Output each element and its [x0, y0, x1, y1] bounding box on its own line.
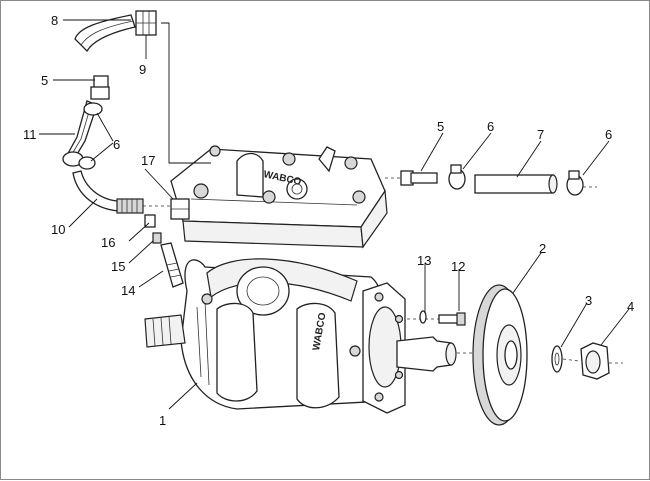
- part-fitting-9: [135, 10, 157, 36]
- part-crankcase-1: WABCO: [180, 258, 386, 410]
- part-fitting-5-left: [90, 75, 110, 100]
- callout-12: 12: [451, 259, 465, 274]
- part-washer-13: [419, 310, 427, 324]
- part-fitting-5-right: [385, 170, 438, 186]
- callout-13: 13: [417, 253, 431, 268]
- callout-5-left: 5: [41, 73, 48, 88]
- part-spring-15: [152, 232, 162, 244]
- callout-5-right: 5: [437, 119, 444, 134]
- part-tube-7: [474, 174, 558, 194]
- callout-7: 7: [537, 127, 544, 142]
- part-valve-14: [160, 242, 184, 288]
- callout-1: 1: [159, 413, 166, 428]
- callout-3: 3: [585, 293, 592, 308]
- part-front-flange: [362, 282, 406, 414]
- part-clamp-6-right: [566, 170, 597, 196]
- callout-11: 11: [23, 127, 37, 142]
- part-clamp-6-left: [62, 102, 103, 170]
- part-pipe-10: [72, 170, 171, 214]
- part-fitting-17: [170, 198, 190, 220]
- part-rear-shaft: [144, 314, 186, 348]
- callout-10: 10: [51, 222, 65, 237]
- callout-4: 4: [627, 299, 634, 314]
- part-hose-8: [74, 14, 136, 53]
- callout-15: 15: [111, 259, 125, 274]
- callout-6-left: 6: [113, 137, 120, 152]
- part-gear-2: [472, 284, 528, 426]
- part-clamp-6-mid: [448, 164, 466, 190]
- part-nut-4: [562, 342, 623, 380]
- part-bolt-12: [407, 312, 466, 326]
- callout-9: 9: [139, 62, 146, 77]
- part-plug-16: [144, 214, 156, 228]
- callout-8: 8: [51, 13, 58, 28]
- callout-2: 2: [539, 241, 546, 256]
- leader-lines: [39, 19, 630, 410]
- callout-16: 16: [101, 235, 115, 250]
- callout-labels: 8 9 5 11 6 10 17 16 15 14 1 13 12 2 3 4 …: [23, 13, 634, 428]
- callout-14: 14: [121, 283, 135, 298]
- callout-6-right: 6: [605, 127, 612, 142]
- callout-17: 17: [141, 153, 155, 168]
- part-washer-3: [551, 345, 563, 373]
- callout-6-mid: 6: [487, 119, 494, 134]
- part-cylinder-head: WABCO: [170, 145, 388, 249]
